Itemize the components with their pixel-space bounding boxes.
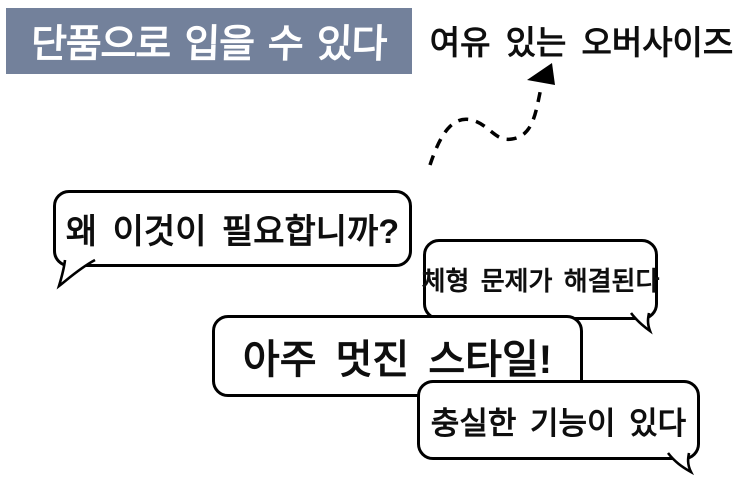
arrowhead-icon: [527, 63, 555, 85]
headline-text: 단품으로 입을 수 있다: [30, 23, 388, 66]
bubble-style-text: 아주 멋진 스타일!: [242, 338, 553, 382]
speech-tail-bottom-left: [56, 258, 96, 290]
dashed-arrow-icon: [428, 63, 555, 166]
speech-bubble-style-benefit: 아주 멋진 스타일!: [212, 315, 583, 397]
speech-tail-bottom-right: [629, 312, 653, 335]
headline-banner: 단품으로 입을 수 있다: [6, 8, 412, 74]
speech-tail-bottom-right: [666, 452, 695, 476]
speech-bubble-body-benefit: 체형 문제가 해결된다: [421, 239, 660, 335]
oversize-label: 여유 있는 오버사이즈: [429, 23, 734, 61]
bubble-question-text: 왜 이것이 필요합니까?: [65, 213, 400, 251]
speech-bubble-function-benefit: 충실한 기능이 있다: [417, 380, 700, 476]
bubble-body-text: 체형 문제가 해결된다: [421, 266, 660, 296]
bubble-function-text: 충실한 기능이 있다: [430, 405, 687, 441]
speech-bubble-question: 왜 이것이 필요합니까?: [53, 190, 412, 290]
